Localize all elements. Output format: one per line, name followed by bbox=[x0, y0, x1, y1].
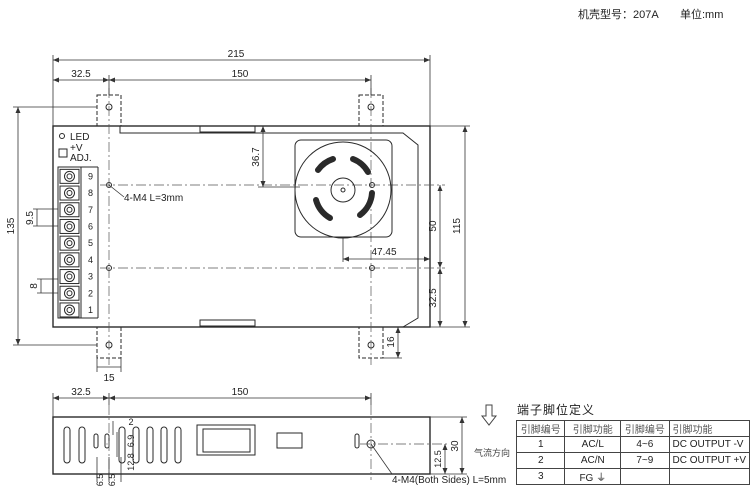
table-cell bbox=[668, 468, 750, 485]
dim-32-5: 32.5 bbox=[71, 69, 91, 80]
terminal-screw-icon bbox=[59, 269, 80, 285]
terminal-screw-icon bbox=[59, 285, 80, 301]
terminal-table-title: 端子脚位定义 bbox=[517, 403, 596, 417]
table-row: 3 FG ⏚ bbox=[515, 468, 750, 485]
dim-47-45: 47.45 bbox=[371, 247, 396, 258]
airflow-text: 气流方向 bbox=[474, 448, 511, 458]
table-cell bbox=[620, 468, 670, 485]
side-dim-12-5: 12.5 bbox=[433, 450, 443, 468]
bottom-slot bbox=[199, 319, 256, 327]
table-cell: DC OUTPUT -V bbox=[668, 436, 750, 453]
arrow-down-icon bbox=[480, 404, 498, 426]
led-label: LED bbox=[70, 132, 89, 143]
side-view-outline bbox=[52, 416, 431, 475]
dim-32-5-v: 32.5 bbox=[428, 288, 439, 308]
side-dim-6-9: 6.9 bbox=[126, 435, 136, 448]
plus-v-label: +V bbox=[70, 143, 83, 154]
side-dim-6-5a: 6.5 bbox=[95, 474, 105, 487]
dim-15: 15 bbox=[103, 373, 115, 384]
terminal-screw-icon bbox=[59, 202, 80, 218]
adj-label: ADJ. bbox=[70, 153, 92, 164]
model-label: 机壳型号：207A bbox=[578, 9, 659, 21]
dim-115: 115 bbox=[452, 218, 463, 234]
terminal-table: 引脚编号 引脚功能 引脚编号 引脚功能 1 AC/L 4~6 DC OUTPUT… bbox=[515, 420, 750, 485]
terminal-number: 6 bbox=[88, 221, 93, 231]
table-cell: AC/L bbox=[564, 436, 622, 453]
inner-panel bbox=[119, 126, 419, 328]
table-cell: 4~6 bbox=[620, 436, 670, 453]
terminal-screw-icon bbox=[59, 218, 80, 234]
table-header: 引脚编号 bbox=[515, 420, 566, 437]
terminal-number: 9 bbox=[88, 171, 93, 181]
dim-8: 8 bbox=[29, 283, 40, 289]
terminal-block bbox=[57, 166, 99, 319]
adj-potentiometer bbox=[58, 148, 68, 158]
terminal-number: 7 bbox=[88, 205, 93, 215]
table-cell: 2 bbox=[515, 452, 566, 469]
side-dim-6-5b: 6.5 bbox=[107, 474, 117, 487]
side-dim-12-8: 12.8 bbox=[126, 453, 136, 471]
dim-36-7: 36.7 bbox=[251, 147, 262, 167]
terminal-screw-icon bbox=[59, 302, 80, 318]
side-slot bbox=[354, 433, 360, 449]
top-slot bbox=[199, 125, 256, 133]
terminal-number: 8 bbox=[88, 188, 93, 198]
table-header-row: 引脚编号 引脚功能 引脚编号 引脚功能 bbox=[515, 420, 750, 437]
led-indicator bbox=[59, 133, 65, 139]
dim-135: 135 bbox=[6, 217, 17, 234]
table-cell: 7~9 bbox=[620, 452, 670, 469]
terminal-screw-icon bbox=[59, 168, 80, 184]
terminal-number: 1 bbox=[88, 305, 93, 315]
table-header: 引脚功能 bbox=[668, 420, 750, 437]
terminal-screw-icon bbox=[59, 185, 80, 201]
table-header: 引脚功能 bbox=[564, 420, 622, 437]
side-vents bbox=[63, 426, 182, 464]
side-dim-2: 2 bbox=[128, 417, 133, 427]
airflow-label: 气流方向 bbox=[474, 424, 510, 459]
terminal-number: 4 bbox=[88, 255, 93, 265]
top-view: 215 32.5 150 135 115 50 32.5 36.7 47.45 … bbox=[6, 49, 470, 384]
table-cell: 3 bbox=[515, 468, 566, 485]
terminal-screw-icon bbox=[59, 235, 80, 251]
terminal-number: 2 bbox=[88, 288, 93, 298]
dim-9-5: 9.5 bbox=[25, 211, 36, 225]
side-mount-note: 4-M4(Both Sides) L=5mm bbox=[392, 475, 506, 486]
side-view: 32.5 150 2 6.9 12.8 6.5 6.5 12.5 30 4-M4… bbox=[52, 387, 506, 487]
side-dim-150: 150 bbox=[232, 387, 249, 398]
table-cell: AC/N bbox=[564, 452, 622, 469]
side-dim-32-5: 32.5 bbox=[71, 387, 91, 398]
dim-215: 215 bbox=[228, 49, 245, 60]
unit-label: 单位:mm bbox=[680, 9, 724, 21]
table-cell: 1 bbox=[515, 436, 566, 453]
terminal-number: 3 bbox=[88, 272, 93, 282]
terminal-number: 5 bbox=[88, 238, 93, 248]
side-dim-30: 30 bbox=[450, 440, 461, 452]
table-header: 引脚编号 bbox=[620, 420, 670, 437]
table-row: 2 AC/N 7~9 DC OUTPUT +V bbox=[515, 452, 750, 469]
top-mount-note: 4-M4 L=3mm bbox=[124, 193, 183, 204]
table-row: 1 AC/L 4~6 DC OUTPUT -V bbox=[515, 436, 750, 453]
table-cell: FG ⏚ bbox=[564, 468, 622, 485]
side-cutout bbox=[196, 424, 256, 456]
side-window bbox=[276, 432, 303, 449]
fan-icon bbox=[294, 139, 393, 239]
dim-150: 150 bbox=[232, 69, 249, 80]
dim-50: 50 bbox=[428, 220, 439, 232]
terminal-screw-icon bbox=[59, 252, 80, 268]
dim-16: 16 bbox=[386, 336, 397, 348]
table-cell: DC OUTPUT +V bbox=[668, 452, 750, 469]
terminal-screws bbox=[59, 168, 80, 318]
